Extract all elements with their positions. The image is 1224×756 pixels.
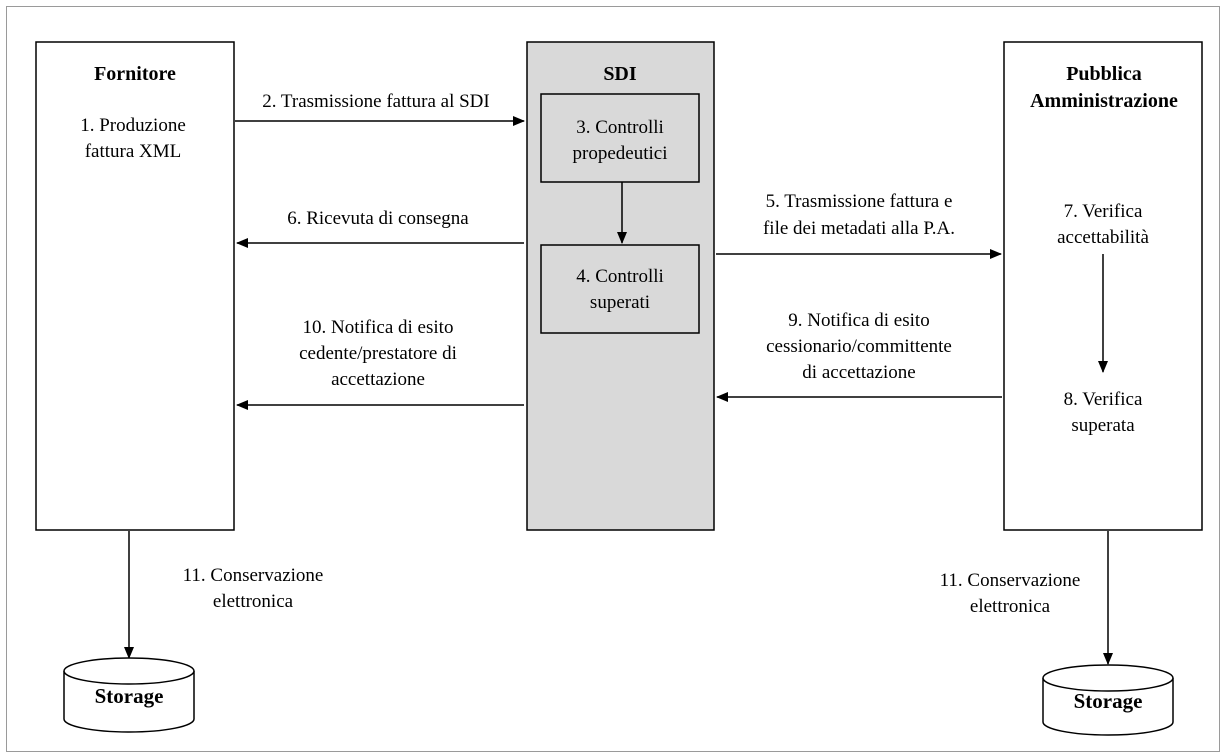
storage-right-step11-line2: elettronica xyxy=(970,596,1051,617)
step9-line2: cessionario/committente xyxy=(766,336,952,357)
storage-right-cylinder xyxy=(1042,664,1174,736)
step7-line1: 7. Verifica xyxy=(1064,201,1143,222)
step10-line3: accettazione xyxy=(331,369,425,390)
step5-line1: 5. Trasmissione fattura e xyxy=(766,191,953,212)
step8-line1: 8. Verifica xyxy=(1064,389,1143,410)
step3-line1: 3. Controlli xyxy=(576,117,664,138)
step6-label: 6. Ricevuta di consegna xyxy=(287,208,469,229)
step1-line2: fattura XML xyxy=(85,141,182,162)
storage-left-step11-line2: elettronica xyxy=(213,591,294,612)
step5-line2: file dei metadati alla P.A. xyxy=(763,218,955,239)
sdi-title: SDI xyxy=(603,63,637,85)
step3-box xyxy=(540,93,700,183)
step8-line2: superata xyxy=(1071,415,1135,436)
step2-label: 2. Trasmissione fattura al SDI xyxy=(262,91,489,112)
storage-right-label: Storage xyxy=(1074,689,1143,713)
step1-line1: 1. Produzione xyxy=(80,115,186,136)
step4-line1: 4. Controlli xyxy=(576,266,664,287)
step9-line1: 9. Notifica di esito xyxy=(788,310,929,331)
step7-line2: accettabilità xyxy=(1057,227,1149,248)
diagram-frame xyxy=(6,6,1220,752)
step10-line2: cedente/prestatore di xyxy=(299,343,457,364)
step4-box xyxy=(540,244,700,334)
step3-line2: propedeutici xyxy=(573,143,668,164)
fornitore-box xyxy=(35,41,235,531)
pa-title-line2: Amministrazione xyxy=(1030,90,1178,112)
step10-line1: 10. Notifica di esito xyxy=(303,317,454,338)
storage-left-step11-line1: 11. Conservazione xyxy=(183,565,324,586)
storage-left-label: Storage xyxy=(95,684,164,708)
step9-line3: di accettazione xyxy=(802,362,915,383)
fornitore-title: Fornitore xyxy=(94,63,176,85)
step4-line2: superati xyxy=(590,292,650,313)
storage-right-step11-line1: 11. Conservazione xyxy=(940,570,1081,591)
pa-title-line1: Pubblica xyxy=(1066,63,1142,85)
storage-left-cylinder xyxy=(63,657,195,733)
